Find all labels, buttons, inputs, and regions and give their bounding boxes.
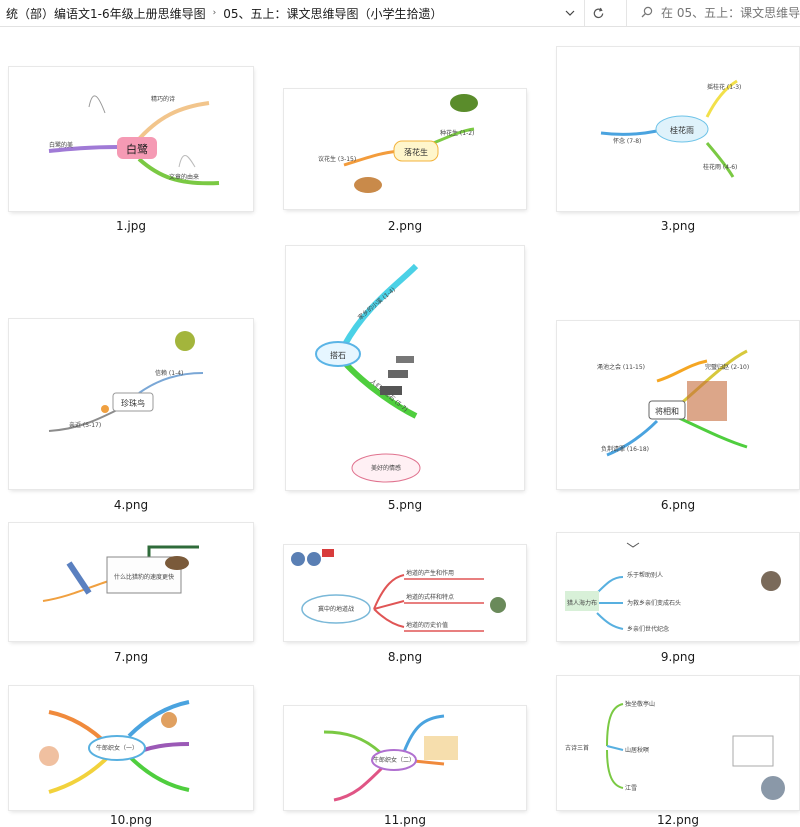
thumb-center: 搭石 [330, 350, 346, 360]
thumb-branch: 文章的由来 [169, 173, 199, 181]
file-name[interactable]: 2.png [387, 219, 423, 233]
thumb-branch: 渑池之会 (11-15) [597, 363, 645, 371]
file-thumbnail[interactable]: 白鹭 精巧的诗 文章的由来 白鹭的美 [9, 67, 253, 211]
thumb-center: 古诗三首 [565, 744, 589, 752]
thumb-center: 牛郎织女（一） [96, 744, 138, 752]
file-thumbnail[interactable]: 牛郎织女（一） [9, 686, 253, 810]
thumb-branch: 独坐敬亭山 [625, 700, 655, 708]
file-thumbnail[interactable]: 牛郎织女（二） [284, 706, 526, 810]
file-name[interactable]: 9.png [660, 650, 696, 664]
thumb-branch: 怀念 (7-8) [613, 137, 641, 145]
search-icon [641, 6, 653, 21]
thumb-center: 猎人海力布 [567, 599, 597, 607]
thumb-branch: 地道的式样和特点 [406, 593, 454, 601]
search-box[interactable] [626, 0, 800, 26]
thumb-branch: 白鹭的美 [49, 141, 73, 149]
file-name[interactable]: 5.png [387, 498, 423, 512]
address-bar: 统（部）编语文1-6年级上册思维导图 › 05、五上：课文思维导图（小学生拾遗） [0, 0, 800, 27]
thumb-center: 牛郎织女（二） [373, 756, 415, 764]
thumb-branch: 种花生 (1-2) [440, 129, 474, 137]
thumb-branch: 摇桂花 (1-3) [707, 83, 741, 91]
thumb-branch: 美好的情感 [371, 464, 401, 472]
thumb-branch: 人们走搭石 (5-7) [369, 377, 410, 413]
file-thumbnail[interactable]: 将相和 完璧归赵 (2-10) 渑池之会 (11-15) 负荆请罪 (16-18… [557, 321, 799, 489]
file-thumbnail[interactable]: 珍珠鸟 信赖 (1-4) 亲近 (5-17) [9, 319, 253, 489]
thumb-branch: 江雪 [625, 785, 637, 792]
file-name[interactable]: 4.png [113, 498, 149, 512]
thumb-branch: 地道的历史价值 [406, 621, 448, 629]
thumb-center: 桂花雨 [670, 125, 694, 135]
search-input[interactable] [661, 6, 800, 20]
thumb-branch: 乐于帮助别人 [627, 571, 663, 579]
thumb-branch: 家乡的小溪 (1-4) [356, 286, 397, 322]
file-name[interactable]: 10.png [110, 813, 152, 827]
breadcrumb: 统（部）编语文1-6年级上册思维导图 › 05、五上：课文思维导图（小学生拾遗） [0, 0, 580, 26]
file-name[interactable]: 1.jpg [115, 219, 147, 233]
refresh-icon[interactable] [584, 0, 612, 26]
file-name[interactable]: 11.png [384, 813, 426, 827]
thumb-center: 冀中的地道战 [318, 605, 354, 613]
file-thumbnail[interactable]: 桂花雨 摇桂花 (1-3) 怀念 (7-8) 桂花雨 (4-6) [557, 47, 799, 211]
file-thumbnail[interactable]: 猎人海力布 乐于帮助别人 为救乡亲们变成石头 乡亲们世代纪念 [557, 533, 799, 641]
thumb-branch: 乡亲们世代纪念 [627, 625, 669, 633]
chevron-down-icon[interactable] [560, 0, 580, 26]
file-thumbnail[interactable]: 搭石 家乡的小溪 (1-4) 人们走搭石 (5-7) 美好的情感 [286, 246, 524, 490]
thumb-center: 将相和 [655, 406, 679, 416]
file-thumbnail[interactable]: 古诗三首 独坐敬亭山 山居秋暝 江雪 [557, 676, 799, 810]
thumb-branch: 桂花雨 (4-6) [703, 163, 737, 171]
thumb-branch: 为救乡亲们变成石头 [627, 599, 681, 607]
file-thumbnail[interactable]: 落花生 种花生 (1-2) 议花生 (3-15) [284, 89, 526, 209]
thumb-branch: 山居秋暝 [625, 746, 649, 754]
file-name[interactable]: 7.png [113, 650, 149, 664]
thumb-branch: 议花生 (3-15) [318, 155, 356, 163]
file-thumbnail[interactable]: 冀中的地道战 地道的产生和作用 地道的式样和特点 地道的历史价值 [284, 545, 526, 641]
thumb-branch: 地道的产生和作用 [406, 569, 454, 577]
thumb-center: 落花生 [404, 147, 428, 157]
thumb-center: 珍珠鸟 [121, 398, 145, 408]
file-name[interactable]: 3.png [660, 219, 696, 233]
breadcrumb-item-parent[interactable]: 统（部）编语文1-6年级上册思维导图 [6, 6, 206, 21]
thumb-branch: 亲近 (5-17) [69, 421, 101, 429]
thumb-center: 什么比猎豹的速度更快 [114, 573, 174, 581]
file-name[interactable]: 12.png [657, 813, 699, 827]
breadcrumb-item-current[interactable]: 05、五上：课文思维导图（小学生拾遗） [223, 6, 443, 21]
chevron-right-icon: › [212, 8, 217, 18]
file-name[interactable]: 6.png [660, 498, 696, 512]
thumb-branch: 完璧归赵 (2-10) [705, 363, 749, 371]
thumb-branch: 精巧的诗 [151, 95, 175, 103]
file-thumbnail[interactable]: 什么比猎豹的速度更快 [9, 523, 253, 641]
thumb-center: 白鹭 [126, 142, 148, 156]
file-name[interactable]: 8.png [387, 650, 423, 664]
thumb-branch: 负荆请罪 (16-18) [601, 445, 649, 453]
thumb-branch: 信赖 (1-4) [155, 369, 183, 377]
